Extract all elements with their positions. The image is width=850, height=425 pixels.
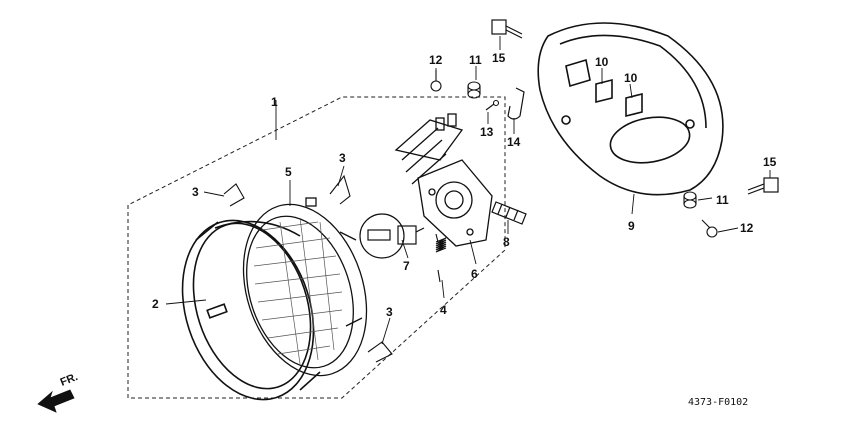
bolt-right	[747, 177, 779, 195]
adjusting-screw	[491, 201, 527, 225]
front-label: FR.	[59, 371, 80, 389]
callout-labels: 1 2 3 3 3 4 5 6 7 8 9 10 10 11 11 12 12 …	[152, 51, 777, 319]
callout-10-right: 10	[624, 71, 638, 85]
callout-7: 7	[403, 259, 410, 273]
headlight-rim	[181, 219, 321, 401]
callout-2: 2	[152, 297, 159, 311]
callout-3-top: 3	[339, 151, 346, 165]
callout-1: 1	[271, 95, 278, 109]
callout-13: 13	[480, 125, 494, 139]
callout-3-left: 3	[192, 185, 199, 199]
callout-14: 14	[507, 135, 521, 149]
front-direction-indicator: FR.	[37, 371, 80, 413]
collar-right	[683, 191, 697, 209]
small-screw	[485, 99, 500, 111]
callout-6: 6	[471, 267, 478, 281]
callout-9: 9	[628, 219, 635, 233]
harness-clamp	[507, 87, 525, 120]
callout-5: 5	[285, 165, 292, 179]
callout-12-top: 12	[429, 53, 443, 67]
bulb-socket	[394, 113, 493, 247]
callout-12-right: 12	[740, 221, 754, 235]
callout-4: 4	[440, 303, 447, 317]
headlight-case	[537, 22, 724, 196]
front-arrow-icon	[37, 389, 75, 413]
bolt-top	[491, 19, 523, 39]
collar-top	[467, 81, 481, 99]
bulb	[359, 213, 425, 259]
callout-15-right: 15	[763, 155, 777, 169]
leader-lines	[165, 36, 771, 345]
callout-11-top: 11	[469, 53, 482, 67]
drawing-code: 4373-F0102	[688, 397, 748, 408]
screw-right	[701, 219, 718, 238]
callout-15-top: 15	[492, 51, 506, 65]
spring	[435, 233, 447, 283]
clip-b	[329, 174, 351, 205]
callout-10-left: 10	[595, 55, 609, 69]
sealed-beam-unit	[242, 197, 368, 377]
assembly-boundary	[127, 96, 506, 399]
callout-3-bottom: 3	[386, 305, 393, 319]
clip-c	[367, 341, 393, 363]
callout-8: 8	[503, 235, 510, 249]
clip-a	[223, 183, 245, 207]
callout-11-right: 11	[716, 193, 729, 207]
